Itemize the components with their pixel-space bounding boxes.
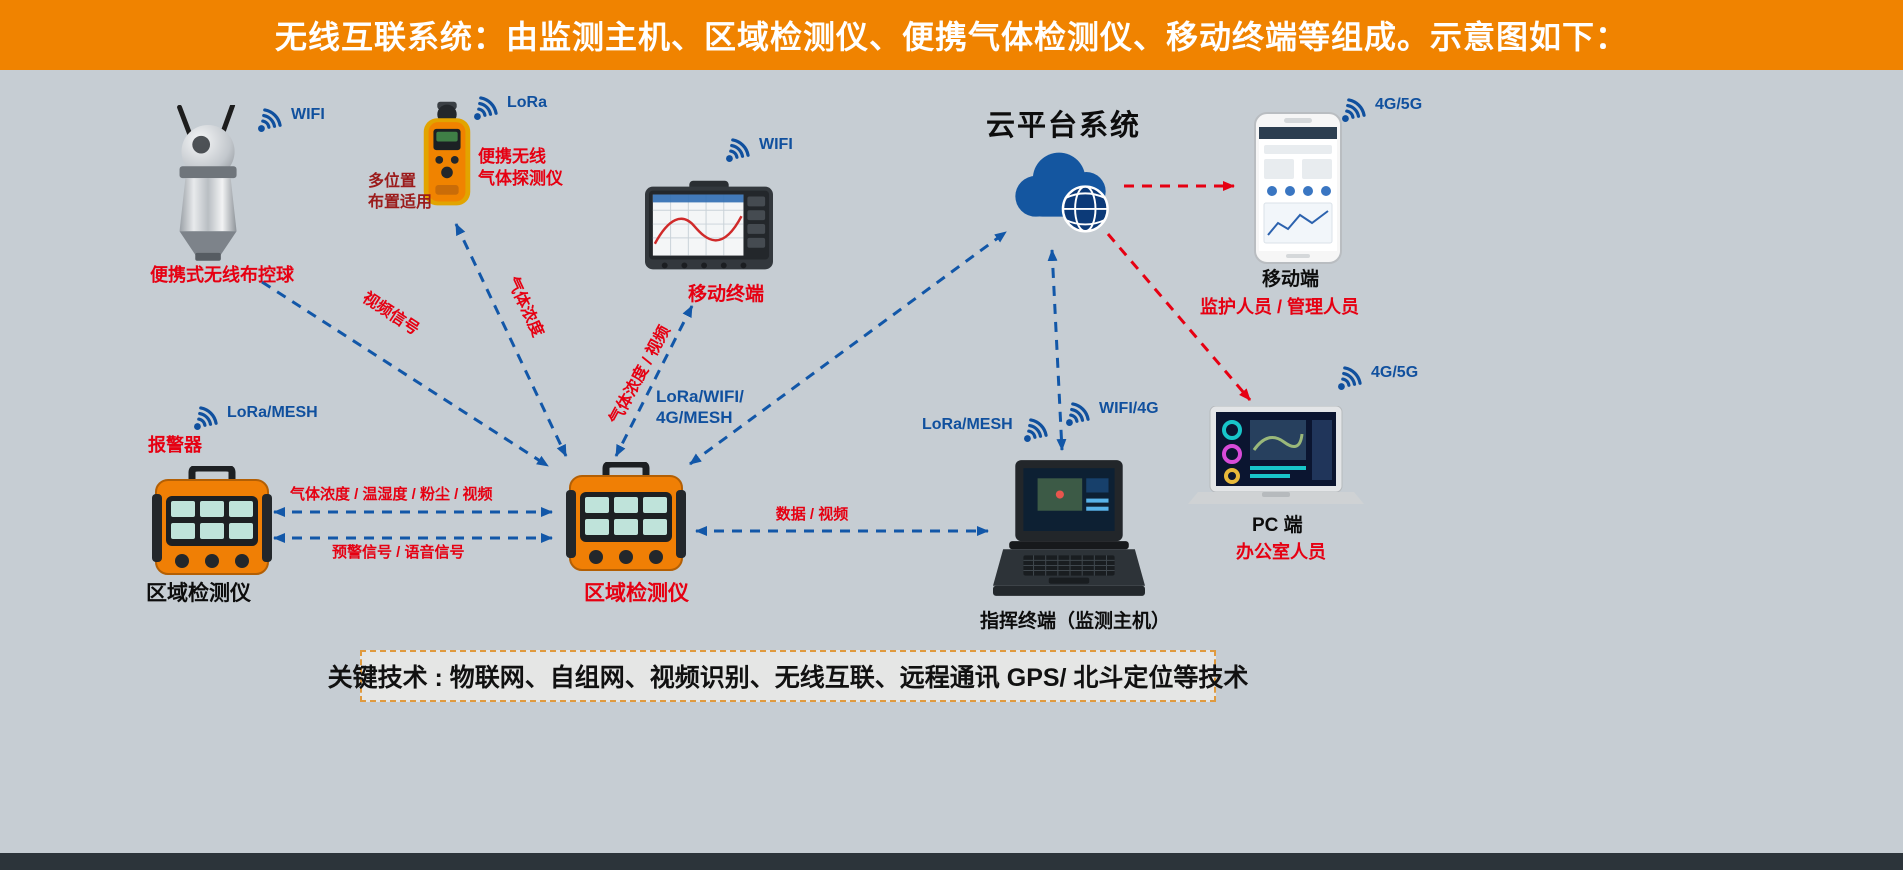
cloud-title: 云平台系统 [986, 110, 1142, 142]
camera-ball-device [177, 105, 237, 261]
wifi-icon [1336, 94, 1370, 128]
link-label-sensor-data: 气体浓度 / 温湿度 / 粉尘 / 视频 [290, 486, 493, 503]
camera-ball-label: 便携式无线布控球 [150, 265, 294, 285]
gas-detector-label: 便携无线 气体探测仪 [478, 146, 563, 190]
banner: 无线互联系统：由监测主机、区域检测仪、便携气体检测仪、移动终端等组成。示意图如下… [0, 0, 1903, 70]
link-label-mesh: LoRa/WIFI/ 4G/MESH [656, 386, 744, 429]
gas-detector-signal-label: LoRa [507, 94, 547, 111]
alarm-area-detector-device [152, 466, 272, 578]
wifi-icon [1018, 414, 1052, 448]
mobile-terminal-label: 移动终端 [688, 284, 765, 305]
link-label-gas-concentration: 气体浓度 [503, 274, 547, 340]
pc-laptop-device [1188, 406, 1364, 504]
mobile-phone-device [1254, 112, 1342, 264]
key-tech-box: 关键技术 : 物联网、自组网、视频识别、无线互联、远程通讯 GPS/ 北斗定位等… [328, 650, 1248, 702]
area-detector-label: 区域检测仪 [584, 582, 689, 605]
command-terminal-device [993, 460, 1145, 596]
chart-curve-icon [653, 215, 743, 245]
command-terminal-label: 指挥终端（监测主机） [980, 611, 1171, 632]
cloud-platform-icon [1015, 152, 1109, 233]
banner-title: 无线互联系统：由监测主机、区域检测仪、便携气体检测仪、移动终端等组成。示意图如下… [274, 19, 1628, 55]
command-signal-right-label: WIFI/4G [1099, 400, 1159, 417]
chart-line-icon [1267, 210, 1329, 236]
link-label-video-signal: 视频信号 [359, 289, 423, 339]
key-tech-text: 关键技术 : 物联网、自组网、视频识别、无线互联、远程通讯 GPS/ 北斗定位等… [327, 664, 1249, 692]
command-signal-left-label: LoRa/MESH [922, 416, 1013, 433]
tablet-signal-label: WIFI [759, 136, 793, 153]
camera-signal-label: WIFI [291, 106, 325, 123]
pc-signal-label: 4G/5G [1371, 364, 1419, 381]
pc-client-roles: 办公室人员 [1236, 542, 1326, 562]
command-signal-left: LoRa/MESH [922, 414, 1052, 448]
wifi-icon [1060, 398, 1094, 432]
gas-detector-label-line2: 气体探测仪 [478, 169, 563, 189]
wifi-icon [188, 402, 222, 436]
phone-signal-label: 4G/5G [1375, 96, 1423, 113]
pc-client-label: PC 端 [1252, 515, 1303, 536]
tablet-signal: WIFI [720, 134, 793, 168]
wifi-icon [720, 134, 754, 168]
link-label-mesh-line1: LoRa/WIFI/ [656, 387, 744, 406]
wifi-icon [468, 92, 502, 126]
area-detector-device [566, 462, 686, 574]
alarm-signal-label: LoRa/MESH [227, 404, 318, 421]
gas-detector-note-line2: 布置适用 [368, 193, 433, 211]
camera-signal: WIFI [252, 104, 325, 138]
pc-signal: 4G/5G [1332, 362, 1418, 396]
phone-signal: 4G/5G [1336, 94, 1422, 128]
gas-detector-device [423, 101, 471, 206]
gas-detector-note-line1: 多位置 [368, 173, 417, 190]
link-label-warning-signal: 预警信号 / 语音信号 [332, 544, 465, 561]
mobile-client-label: 移动端 [1262, 269, 1320, 290]
alarm-tag: 报警器 [148, 435, 202, 455]
gas-detector-label-line1: 便携无线 [478, 147, 546, 166]
mobile-client-roles: 监护人员 / 管理人员 [1200, 297, 1360, 317]
gas-detector-note: 多位置 布置适用 [368, 172, 432, 214]
gas-detector-signal: LoRa [468, 92, 547, 126]
bottom-strip [0, 853, 1903, 870]
link-label-data-video: 数据 / 视频 [775, 506, 849, 523]
link-label-mesh-line2: 4G/MESH [656, 408, 733, 428]
link-gasdetector-detector [454, 223, 568, 457]
command-signal-right: WIFI/4G [1060, 398, 1159, 432]
alarm-signal: LoRa/MESH [188, 402, 318, 436]
camera-lens-icon [192, 135, 211, 154]
wifi-icon [252, 104, 286, 138]
wifi-icon [1332, 362, 1366, 396]
alarm-detector-label: 区域检测仪 [146, 582, 251, 605]
mobile-terminal-device [645, 180, 773, 270]
